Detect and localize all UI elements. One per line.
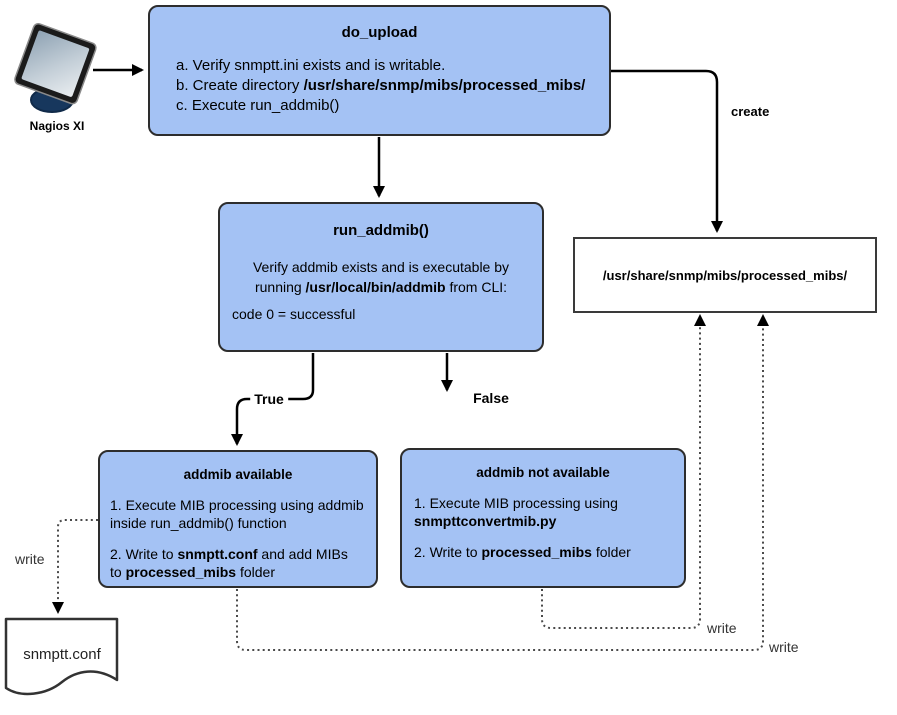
addmib-not-available-item1-line1: 1. Execute MIB processing using bbox=[414, 495, 618, 511]
run-addmib-code-line: code 0 = successful bbox=[232, 306, 356, 322]
snmptt-conf-label: snmptt.conf bbox=[23, 646, 101, 663]
addmib-available-item2-line2-text: to bbox=[110, 563, 126, 580]
node-run-addmib[interactable]: run_addmib() Verify addmib exists and is… bbox=[218, 202, 544, 352]
label-false: False bbox=[469, 390, 513, 406]
addmib-not-available-body: 1. Execute MIB processing using snmpttco… bbox=[414, 495, 684, 562]
addmib-not-available-script: snmpttconvertmib.py bbox=[414, 512, 557, 529]
addmib-available-item2-line1: 2. Write to snmptt.conf and add MIBs bbox=[110, 546, 376, 564]
addmib-available-item2-line2-suffix: folder bbox=[236, 563, 275, 580]
run-addmib-line2: running /usr/local/bin/addmib from CLI: bbox=[220, 277, 542, 297]
addmib-available-item1-line2: inside run_addmib() function bbox=[110, 514, 287, 531]
nagios-label: Nagios XI bbox=[29, 119, 85, 133]
run-addmib-line2-suffix: from CLI: bbox=[445, 279, 508, 295]
do-upload-line-b-text: b. Create directory bbox=[176, 77, 304, 94]
processed-mibs-dir-path: /usr/share/snmp/mibs/processed_mibs/ bbox=[602, 267, 848, 283]
label-write-available: write bbox=[769, 639, 799, 655]
edge-write-to-snmptt-conf bbox=[52, 519, 98, 614]
addmib-not-available-item1-line2: snmpttconvertmib.py bbox=[414, 513, 684, 531]
do-upload-title: do_upload bbox=[341, 24, 418, 41]
label-true: True bbox=[250, 391, 288, 407]
nagios-monitor-icon bbox=[14, 23, 97, 113]
edge-create bbox=[611, 69, 723, 233]
addmib-not-available-item2-suffix: folder bbox=[591, 544, 631, 560]
addmib-not-available-item2-folder: processed_mibs bbox=[481, 544, 592, 560]
node-addmib-available[interactable]: addmib available 1. Execute MIB processi… bbox=[98, 450, 378, 588]
addmib-available-item1-line1: 1. Execute MIB processing using addmib bbox=[110, 497, 364, 513]
addmib-available-item2-line2: to processed_mibs folder bbox=[110, 564, 376, 582]
run-addmib-description: Verify addmib exists and is executable b… bbox=[220, 257, 542, 297]
node-processed-mibs-dir[interactable]: /usr/share/snmp/mibs/processed_mibs/ bbox=[573, 237, 877, 313]
label-write-snmptt-conf: write bbox=[15, 551, 45, 567]
addmib-not-available-title: addmib not available bbox=[476, 465, 610, 480]
addmib-available-body: 1. Execute MIB processing using addmib i… bbox=[110, 497, 376, 581]
node-do-upload[interactable]: do_upload a. Verify snmptt.ini exists an… bbox=[148, 5, 611, 136]
do-upload-body: a. Verify snmptt.ini exists and is writa… bbox=[176, 56, 609, 116]
do-upload-line-c: c. Execute run_addmib() bbox=[176, 97, 340, 114]
monitor-screen bbox=[21, 30, 90, 97]
addmib-available-item2-suffix: and add MIBs bbox=[257, 546, 348, 562]
run-addmib-line2-path: /usr/local/bin/addmib bbox=[305, 279, 446, 295]
addmib-available-title: addmib available bbox=[183, 467, 293, 482]
run-addmib-title: run_addmib() bbox=[333, 222, 429, 239]
addmib-available-item2-folder: processed_mibs bbox=[125, 563, 237, 580]
do-upload-line-b: b. Create directory /usr/share/snmp/mibs… bbox=[176, 76, 609, 96]
do-upload-line-a: a. Verify snmptt.ini exists and is writa… bbox=[176, 57, 446, 74]
label-create: create bbox=[731, 104, 770, 119]
do-upload-line-b-path: /usr/share/snmp/mibs/processed_mibs/ bbox=[303, 77, 586, 94]
addmib-available-item2-text: 2. Write to bbox=[110, 546, 178, 562]
run-addmib-line2-text: running bbox=[254, 279, 306, 295]
addmib-not-available-item2: 2. Write to processed_mibs folder bbox=[414, 544, 684, 562]
label-write-not-available: write bbox=[707, 620, 737, 636]
node-snmptt-conf[interactable] bbox=[4, 617, 120, 707]
run-addmib-line1: Verify addmib exists and is executable b… bbox=[252, 259, 510, 275]
addmib-not-available-item2-text: 2. Write to bbox=[414, 544, 482, 560]
document-shape bbox=[4, 617, 119, 696]
node-addmib-not-available[interactable]: addmib not available 1. Execute MIB proc… bbox=[400, 448, 686, 588]
addmib-available-item2-file: snmptt.conf bbox=[177, 546, 258, 562]
